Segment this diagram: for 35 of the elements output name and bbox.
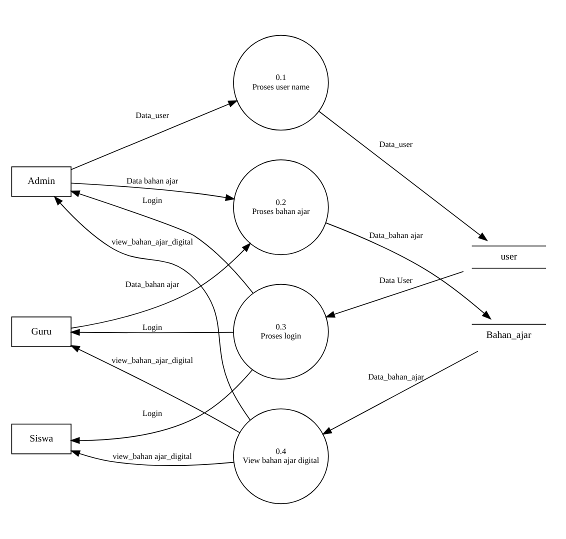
edge-label: view_bahan_ajar_digital — [112, 237, 193, 246]
edge-label: view_bahan ajar_digital — [112, 452, 192, 461]
edge-label: Data_bahan_ajar — [368, 372, 424, 382]
node-text: user — [500, 252, 518, 263]
arrow — [54, 196, 251, 421]
node-box: Guru — [11, 316, 72, 348]
edge-label: Data_user — [136, 111, 169, 120]
arrow — [70, 182, 236, 201]
edge-label: Data bahan ajar — [126, 176, 178, 186]
arrow — [70, 369, 253, 444]
node-box: Admin — [11, 166, 72, 197]
edge-label: Login — [142, 196, 162, 206]
arrow — [70, 450, 234, 466]
node-box: Siswa — [11, 424, 72, 454]
arrow — [322, 350, 478, 435]
edge-label: Data_bahan ajar — [125, 280, 180, 290]
edge-label: Login — [142, 408, 162, 418]
edge-label: Data_bahan ajar — [369, 230, 423, 240]
node-circle: 0.1 Proses user name — [233, 34, 329, 131]
arrow — [325, 222, 492, 320]
edge-label: Data User — [379, 276, 413, 286]
edge-label: view_bahan_ajar_digital — [112, 356, 193, 366]
arrow — [70, 242, 252, 329]
node-circle: 0.4 View bahan ajar digital — [233, 408, 329, 504]
edge-label: Data_user — [379, 140, 413, 150]
arrow — [70, 345, 240, 434]
arrow — [325, 271, 464, 318]
arrow — [70, 328, 234, 336]
arrow — [70, 190, 254, 294]
arrow — [70, 100, 238, 170]
node-text: Bahan_ajar — [486, 330, 532, 342]
edge-label: Login — [142, 323, 162, 332]
arrow — [318, 110, 488, 242]
node-circle: 0.2 Proses bahan ajar — [233, 159, 329, 256]
node-circle: 0.3 Proses login — [233, 284, 329, 380]
